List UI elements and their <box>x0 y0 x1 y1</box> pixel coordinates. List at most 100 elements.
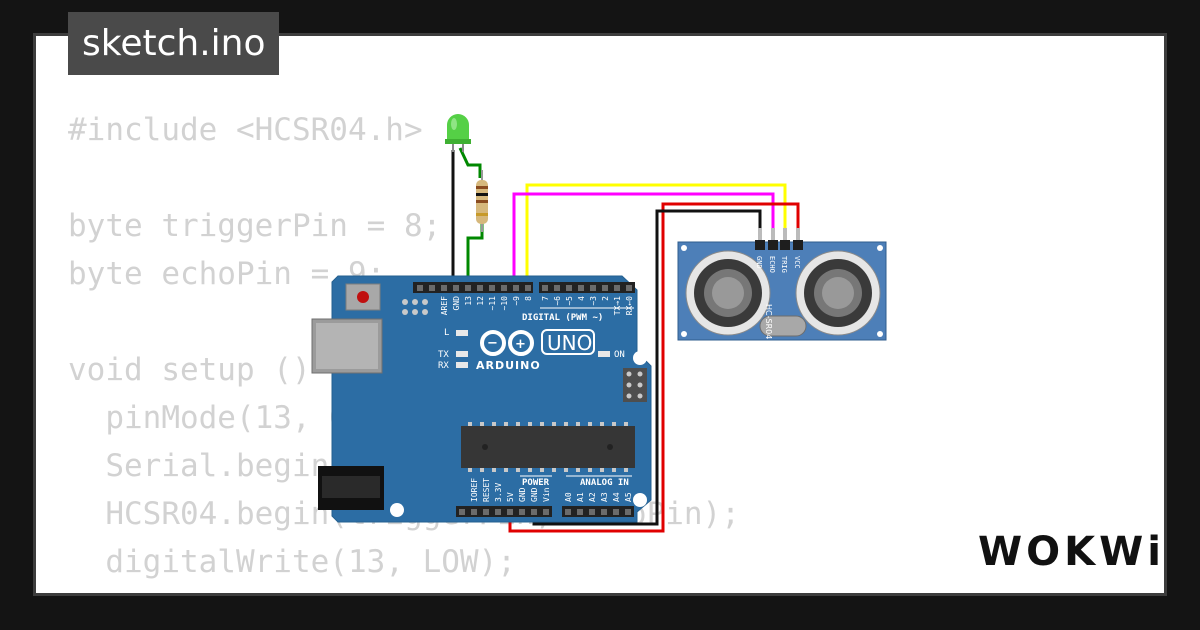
pin-label: 8 <box>524 296 533 301</box>
header-pin[interactable] <box>613 509 619 515</box>
header-pin[interactable] <box>477 285 483 291</box>
header-pin[interactable] <box>626 285 632 291</box>
analog-label: ANALOG IN <box>580 478 629 488</box>
sensor-pins[interactable] <box>755 228 803 250</box>
wires <box>451 147 800 533</box>
sensor-pin-label: TRIG <box>780 256 788 273</box>
crystal <box>759 315 807 337</box>
led-label-rx: RX <box>438 361 449 371</box>
pin-label: IOREF <box>470 478 479 502</box>
pin-label: 4 <box>577 296 586 301</box>
header-pin[interactable] <box>577 509 583 515</box>
wire-trig[interactable] <box>525 183 787 288</box>
header-pin[interactable] <box>429 285 435 291</box>
pin-label: ~11 <box>488 296 497 311</box>
header-pin[interactable] <box>578 285 584 291</box>
header-pin[interactable] <box>625 509 631 515</box>
sensor-model-label: HC-SR04 <box>764 304 773 339</box>
svg-text:+: + <box>515 337 526 352</box>
header-pin[interactable] <box>513 285 519 291</box>
power-label: POWER <box>522 478 550 488</box>
header-pin[interactable] <box>507 509 513 515</box>
pin-label: ~9 <box>512 296 521 306</box>
wire-led-anode[interactable] <box>458 147 482 178</box>
wokwi-logo[interactable]: WOKWi <box>978 529 1165 575</box>
pin-label: 3.3V <box>494 483 503 502</box>
led-label-tx: TX <box>438 350 449 360</box>
header-pin[interactable] <box>531 509 537 515</box>
bottom-pin-holes[interactable] <box>459 509 631 515</box>
header-pin[interactable] <box>614 285 620 291</box>
top-header-left <box>413 282 533 293</box>
bottom-header-analog <box>562 506 634 517</box>
pin-label: 13 <box>464 296 473 306</box>
model-label: UNO <box>547 331 592 355</box>
green-led[interactable] <box>445 114 471 152</box>
pin-label: 5V <box>506 492 515 502</box>
wire-echo[interactable] <box>512 192 775 288</box>
header-pin[interactable] <box>417 285 423 291</box>
file-tab[interactable]: sketch.ino <box>68 12 280 75</box>
sensor-pin[interactable] <box>758 228 762 242</box>
header-pin[interactable] <box>554 285 560 291</box>
header-pin[interactable] <box>459 509 465 515</box>
pin-label: AREF <box>440 296 449 315</box>
header-pin[interactable] <box>601 509 607 515</box>
header-pin[interactable] <box>495 509 501 515</box>
header-pin[interactable] <box>501 285 507 291</box>
header-pin[interactable] <box>602 285 608 291</box>
header-pin[interactable] <box>525 285 531 291</box>
header-pin[interactable] <box>465 285 471 291</box>
sensor-pin[interactable] <box>771 228 775 242</box>
header-pin[interactable] <box>471 509 477 515</box>
arduino-infinity-icon <box>480 330 534 356</box>
wire-vcc[interactable] <box>508 202 800 533</box>
pin-label: ~10 <box>500 296 509 311</box>
pin-label: 2 <box>601 296 610 301</box>
pin-label: ~3 <box>589 296 598 306</box>
sensor-pin[interactable] <box>796 228 800 242</box>
pin-label: A1 <box>576 492 585 502</box>
header-pin[interactable] <box>483 509 489 515</box>
header-pin[interactable] <box>542 285 548 291</box>
header-pin[interactable] <box>453 285 459 291</box>
header-pin[interactable] <box>441 285 447 291</box>
top-pin-holes[interactable] <box>417 285 632 291</box>
code-line: } <box>68 586 740 593</box>
header-pin[interactable] <box>589 509 595 515</box>
header-pin[interactable] <box>543 509 549 515</box>
led-label-l: L <box>444 328 449 338</box>
bottom-header-power <box>456 506 552 517</box>
sensor-pin-label: VCC <box>793 256 801 269</box>
header-pin[interactable] <box>566 285 572 291</box>
code-line: digitalWrite(13, LOW); <box>68 544 516 580</box>
pin-label: A4 <box>612 492 621 502</box>
sensor-pin[interactable] <box>783 228 787 242</box>
header-pin[interactable] <box>590 285 596 291</box>
header-pin[interactable] <box>565 509 571 515</box>
top-header-right <box>539 282 635 293</box>
microcontroller-chip <box>461 426 635 468</box>
pin-label: ~6 <box>553 296 562 306</box>
pin-label: RESET <box>482 478 491 502</box>
transducer-right <box>795 250 881 336</box>
header-pin[interactable] <box>489 285 495 291</box>
pin-label: 7 <box>541 296 550 301</box>
pin-label: GND <box>452 296 461 311</box>
pin-label: A2 <box>588 492 597 502</box>
pin-label: RX←0 <box>625 296 634 315</box>
digital-header-label: DIGITAL (PWM ~) <box>522 313 603 323</box>
resistor[interactable] <box>476 170 488 232</box>
pin-label: A3 <box>600 492 609 502</box>
pin-label: A0 <box>564 492 573 502</box>
code-line: byte triggerPin = 8; <box>68 208 442 244</box>
header-pin[interactable] <box>519 509 525 515</box>
pin-label: A5 <box>624 492 633 502</box>
svg-text:−: − <box>487 336 498 351</box>
